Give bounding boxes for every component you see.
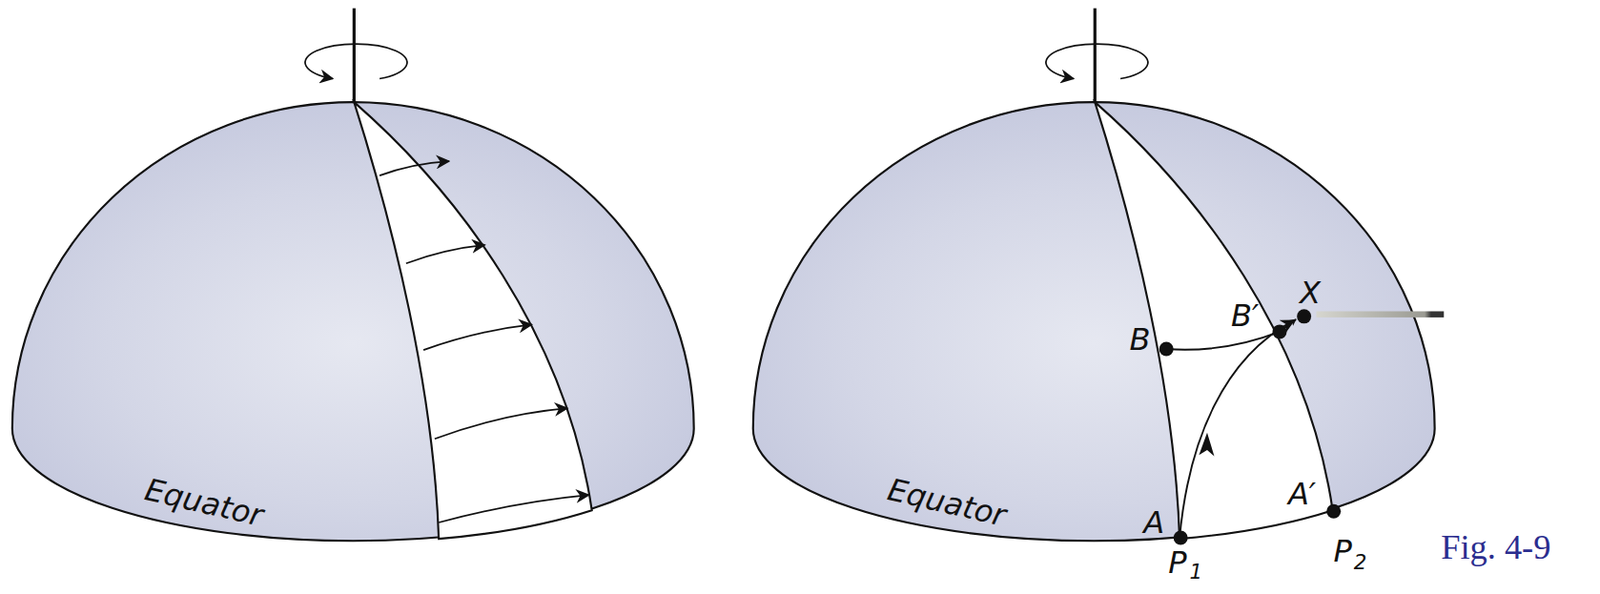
point-label: A′ xyxy=(1288,478,1316,510)
trajectory xyxy=(1159,308,1445,545)
figure-number: Fig. 4-9 xyxy=(1440,529,1551,564)
point-label: B xyxy=(1128,324,1150,355)
position-label: P xyxy=(1333,535,1353,567)
position-label: P xyxy=(1168,547,1187,578)
subscript: 1 xyxy=(1189,562,1203,583)
subscript: 2 xyxy=(1353,552,1368,573)
point-label: X xyxy=(1299,277,1321,308)
left-hemisphere xyxy=(12,8,695,542)
point-label: A xyxy=(1143,507,1165,538)
point-label: B′ xyxy=(1230,300,1259,331)
right-hemisphere xyxy=(753,8,1436,542)
